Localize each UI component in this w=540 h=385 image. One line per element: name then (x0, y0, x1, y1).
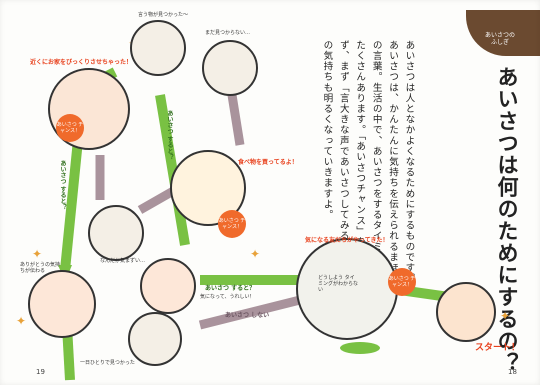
folio-left: 19 (36, 368, 45, 376)
chance-badge-1: あいさつ チャンス！ (56, 114, 84, 142)
caption-awkward: なんだか気まずい… (100, 258, 146, 264)
caption-timing: どうしよう タイミングがわからない (318, 275, 359, 293)
scene-circle-left (28, 270, 96, 338)
caption-bottom: 一日ひとりで見つかった (80, 360, 135, 366)
mauve-path-4 (137, 186, 178, 214)
arrow-label-1: あいさつ すると？ (205, 285, 256, 292)
tab-line-2: ふしぎ (490, 39, 509, 46)
sparkle-3: ✦ (250, 247, 260, 261)
chance-badge-3: あいさつ チャンス！ (388, 268, 416, 296)
scene-circle-happy (140, 258, 196, 314)
caption-found: 言う物が見つかった〜 (138, 12, 189, 18)
mauve-path-2 (227, 94, 245, 146)
start-label: スタート！ (475, 343, 521, 353)
caption-thanks: ありがとうの気持ちが伝わる (20, 262, 61, 274)
body-text: あいさつは人となかよくなるためにするものです。あいさつは、かんたんに気持ちを伝え… (321, 40, 415, 284)
green-path-up (155, 94, 190, 246)
sparkle-2: ✦ (32, 247, 42, 261)
page-title: あいさつは何のためにするの？ (495, 66, 519, 374)
scene-circle-found (130, 20, 186, 76)
folio-right: 18 (508, 368, 517, 376)
arrow-label-2: あいさつ すると？ (166, 110, 173, 161)
scene-circle-bottom (128, 312, 182, 366)
mauve-path-1 (198, 295, 302, 330)
scene-circle-awkward (88, 205, 144, 261)
tab-line-1: あいさつの (484, 32, 515, 39)
heading-friend: 気になる友だちがやってきた！ (305, 237, 389, 244)
chapter-tab-label: あいさつの ふしぎ (478, 32, 522, 46)
arrow-label-3: あいさつ すると？ (59, 160, 66, 211)
arrow-label-4: あいさつ しない (225, 312, 270, 319)
caption-notfound: まだ見つからない… (205, 30, 251, 36)
heading-shop: 食べ物を買ってるよ！ (238, 159, 298, 166)
heading-neighbor: 近くにお家をびっくりさせちゃった！ (30, 59, 133, 66)
scene-circle-notfound (202, 40, 258, 96)
grass-patch (340, 342, 380, 354)
sparkle-4: ✦ (16, 314, 26, 328)
chance-badge-2: あいさつ チャンス！ (218, 210, 246, 238)
caption-happy: 気になって、うれしい！ (200, 294, 255, 300)
scene-circle-start (436, 282, 496, 342)
sparkle-5: ✦ (500, 309, 510, 323)
scene-circle-friend (296, 238, 398, 340)
